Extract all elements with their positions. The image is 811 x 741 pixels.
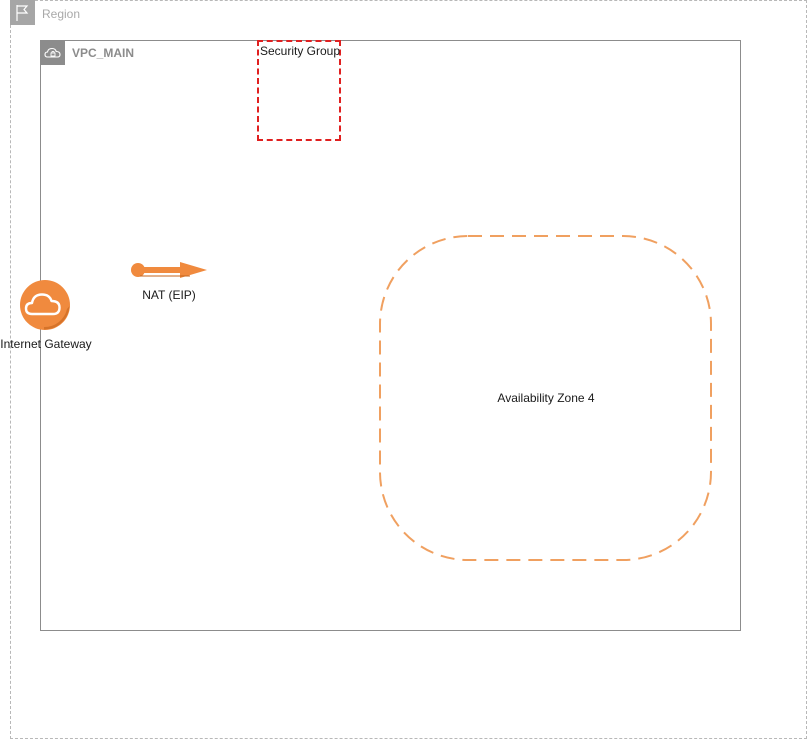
- vpc-label: VPC_MAIN: [72, 46, 135, 60]
- cloud-icon[interactable]: [20, 280, 70, 330]
- flag-icon: [10, 0, 35, 25]
- arrow-icon[interactable]: [131, 262, 207, 278]
- region-container: [10, 0, 807, 739]
- internet-gateway-label: Internet Gateway: [0, 337, 92, 351]
- vpc-container[interactable]: [40, 40, 741, 631]
- region-label: Region: [42, 7, 81, 21]
- nat-label: NAT (EIP): [142, 288, 196, 302]
- availability-zone-label: Availability Zone 4: [497, 391, 595, 405]
- cloud-lock-icon: [41, 41, 65, 65]
- security-group-box[interactable]: [257, 40, 341, 141]
- security-group-label: Security Group: [259, 44, 341, 58]
- availability-zone-shape[interactable]: [379, 235, 712, 561]
